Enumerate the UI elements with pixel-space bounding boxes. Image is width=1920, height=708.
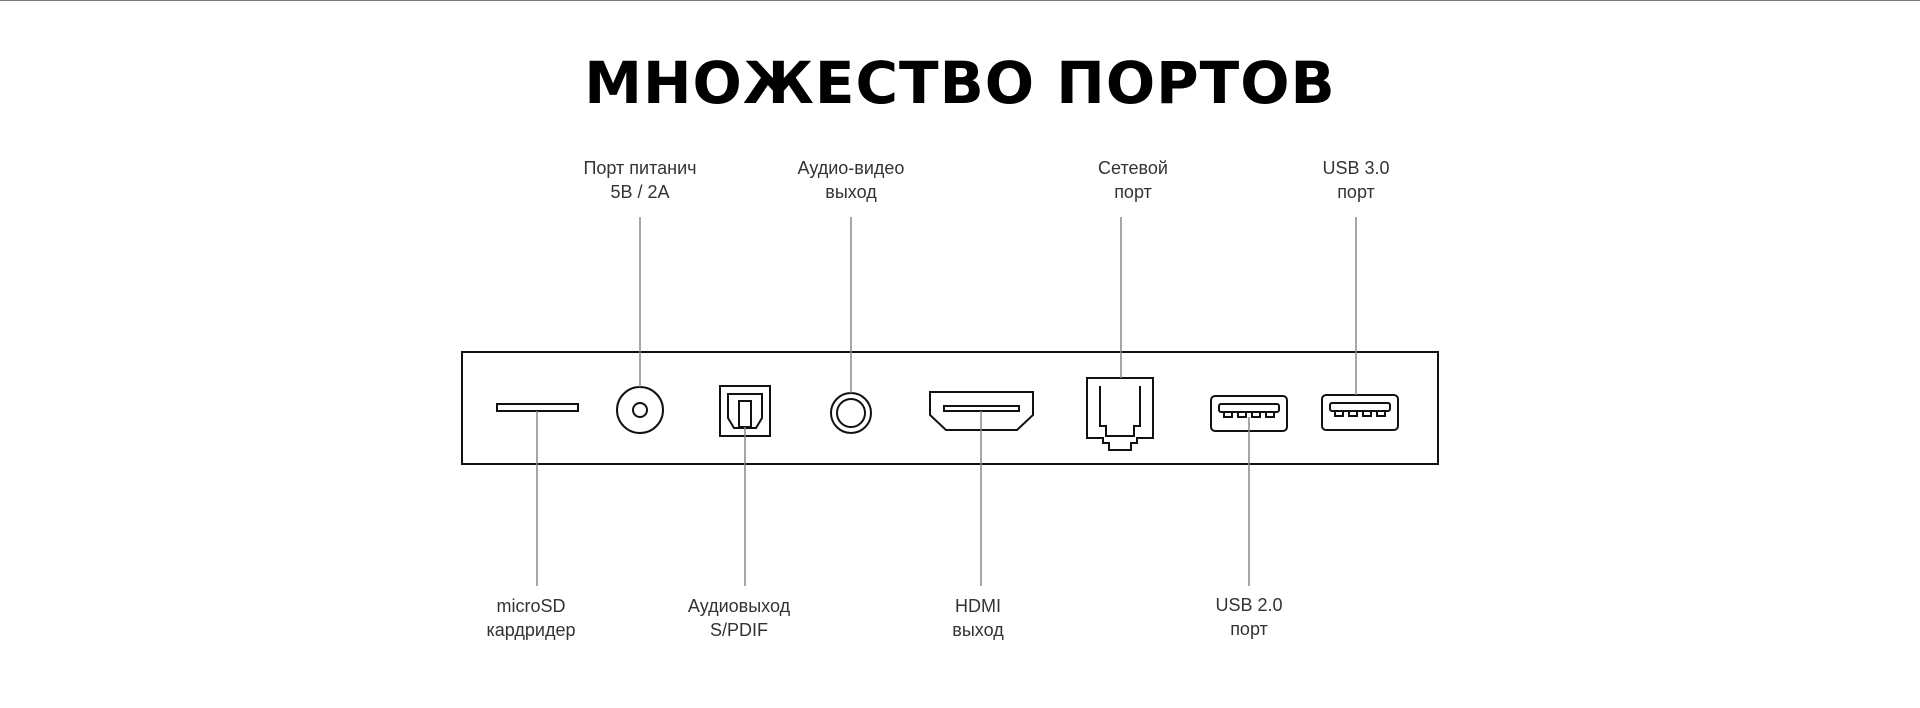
label-lan: Сетевой порт bbox=[1098, 158, 1168, 202]
label-usb3: USB 3.0 порт bbox=[1322, 158, 1390, 202]
label-power: Порт питанич 5В / 2А bbox=[583, 158, 697, 202]
microsd-slot-icon bbox=[496, 403, 579, 412]
usb-port-icon bbox=[1321, 394, 1399, 431]
label-microsd: microSD кардридер bbox=[486, 596, 576, 640]
label-spdif: Аудиовыход S/PDIF bbox=[687, 596, 791, 640]
page-title: МНОЖЕСТВО ПОРТОВ bbox=[584, 49, 1336, 117]
device-back-panel bbox=[461, 351, 1439, 465]
top-divider bbox=[0, 0, 1920, 1]
label-hdmi: HDMI выход bbox=[952, 596, 1004, 640]
ethernet-port-icon bbox=[1086, 377, 1154, 451]
label-usb2: USB 2.0 порт bbox=[1215, 595, 1283, 639]
av-jack-icon bbox=[830, 392, 872, 434]
label-av: Аудио-видео выход bbox=[797, 158, 905, 202]
power-jack-icon bbox=[616, 386, 664, 434]
